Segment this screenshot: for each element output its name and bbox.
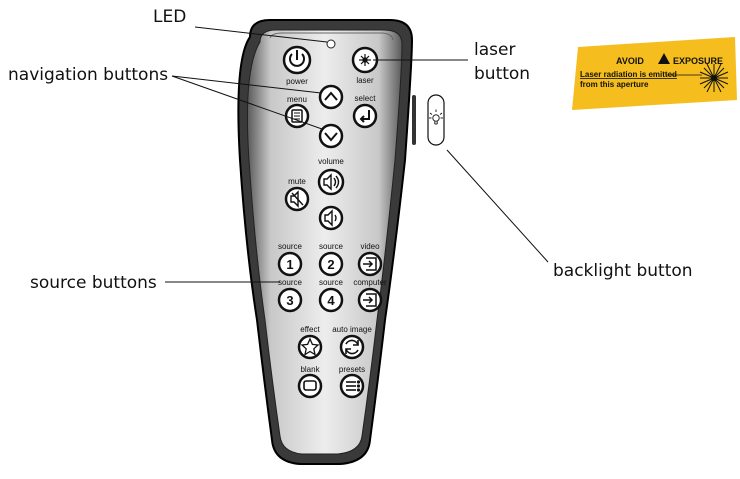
computer-label: computer xyxy=(353,278,387,287)
presets-button[interactable] xyxy=(339,373,365,399)
nav-up-button[interactable] xyxy=(318,84,344,110)
video-label: video xyxy=(360,242,380,251)
blank-button[interactable] xyxy=(297,373,323,399)
mute-label: mute xyxy=(288,177,306,186)
warning-triangle-icon xyxy=(658,53,670,64)
source-1-number: 1 xyxy=(286,257,293,272)
laser-starburst-icon xyxy=(699,63,729,93)
menu-button[interactable] xyxy=(284,103,310,129)
effect-label: effect xyxy=(300,325,320,334)
source-1-button[interactable]: 1 xyxy=(277,251,303,277)
power-label: power xyxy=(286,77,308,86)
source-callout: source buttons xyxy=(30,273,157,293)
source-2-number: 2 xyxy=(327,257,334,272)
source-4-number: 4 xyxy=(327,293,335,308)
chevron-up-icon xyxy=(324,91,338,101)
computer-button[interactable] xyxy=(357,287,383,313)
warning-avoid-text: AVOID xyxy=(616,56,644,66)
source-1-label: source xyxy=(278,242,303,251)
chevron-down-icon xyxy=(324,132,338,142)
effect-button[interactable] xyxy=(297,334,323,360)
volume-up-button[interactable] xyxy=(317,168,345,196)
nav-down-button[interactable] xyxy=(318,123,344,149)
power-button[interactable] xyxy=(282,45,312,75)
blank-screen-icon xyxy=(303,380,317,391)
laser-warning-label: AVOID EXPOSURE Laser radiation is emitte… xyxy=(572,37,737,110)
menu-label: menu xyxy=(287,95,307,104)
led-indicator xyxy=(326,39,336,49)
navigation-callout: navigation buttons xyxy=(8,65,168,85)
backlight-button[interactable] xyxy=(427,94,445,146)
auto-image-label: auto image xyxy=(332,325,372,334)
source-3-number: 3 xyxy=(286,293,293,308)
source-2-label: source xyxy=(319,242,344,251)
speaker-mute-icon xyxy=(290,190,304,208)
backlight-callout: backlight button xyxy=(553,261,693,281)
speaker-quiet-icon xyxy=(324,209,337,227)
warning-line3: from this aperture xyxy=(580,80,649,89)
laser-callout-line1: laser xyxy=(474,40,515,60)
select-label: select xyxy=(355,94,377,103)
laser-callout-line2: button xyxy=(474,64,530,84)
source-3-button[interactable]: 3 xyxy=(277,287,303,313)
callout-lines xyxy=(165,26,549,283)
presets-label: presets xyxy=(339,365,365,374)
source-4-label: source xyxy=(319,278,344,287)
video-button[interactable] xyxy=(357,251,383,277)
star-icon xyxy=(300,337,320,356)
speaker-loud-icon xyxy=(323,173,340,191)
mute-button[interactable] xyxy=(284,186,310,212)
warning-exposure-text: EXPOSURE xyxy=(673,56,723,66)
power-icon xyxy=(289,50,305,67)
enter-arrow-icon xyxy=(359,110,370,123)
refresh-icon xyxy=(345,339,359,355)
led-callout: LED xyxy=(153,7,186,27)
laser-button[interactable] xyxy=(351,46,379,74)
volume-label: volume xyxy=(318,157,344,166)
auto-image-button[interactable] xyxy=(339,334,365,360)
source-2-button[interactable]: 2 xyxy=(318,251,344,277)
laser-burst-icon xyxy=(359,54,371,66)
source-4-button[interactable]: 4 xyxy=(318,287,344,313)
input-arrow-icon xyxy=(363,293,377,307)
side-switch xyxy=(412,95,416,145)
input-arrow-icon xyxy=(363,257,377,271)
blank-label: blank xyxy=(300,365,320,374)
source-3-label: source xyxy=(278,278,303,287)
warning-line2: Laser radiation is emitted xyxy=(580,70,677,79)
select-button[interactable] xyxy=(352,103,378,129)
bulb-icon xyxy=(429,109,443,125)
volume-down-button[interactable] xyxy=(318,205,344,231)
laser-label: laser xyxy=(356,76,374,85)
list-icon xyxy=(346,380,361,392)
